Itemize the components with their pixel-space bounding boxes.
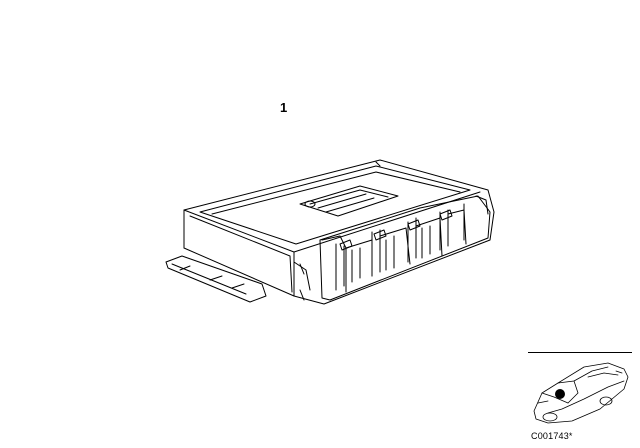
vehicle-thumbnail: [528, 352, 632, 431]
part-number-callout: 1: [280, 100, 288, 115]
vehicle-location-icon: [533, 362, 629, 424]
thumbnail-code: C001743*: [531, 431, 573, 441]
location-marker: [555, 389, 565, 399]
